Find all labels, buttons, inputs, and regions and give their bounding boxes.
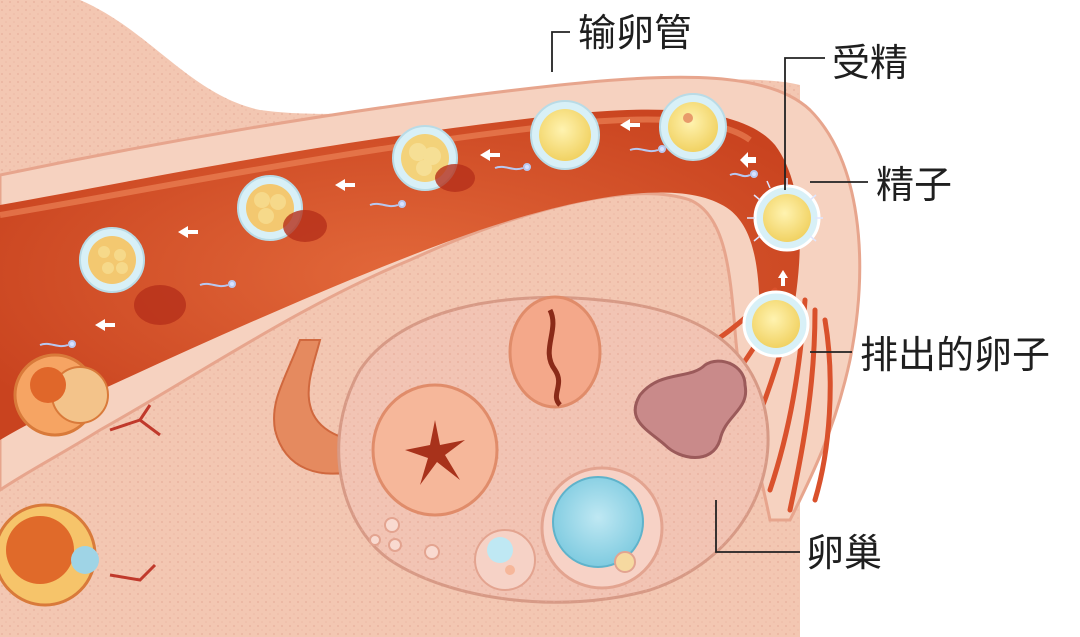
lumen-shadows — [134, 164, 475, 325]
sperm-label: 精子 — [876, 163, 953, 207]
ovulated-egg — [742, 290, 810, 358]
small-follicle — [474, 529, 536, 591]
ovulated-egg-label: 排出的卵子 — [860, 333, 1051, 377]
fallopian-tube-lumen — [0, 109, 800, 440]
zygote — [659, 93, 727, 161]
large-follicle — [540, 466, 664, 590]
blood-vessels — [109, 404, 161, 582]
sperm-corona — [747, 178, 823, 242]
direction-arrows — [95, 119, 788, 331]
embryo-morula — [79, 227, 145, 293]
leader-fertilization — [784, 57, 825, 190]
corpus-luteum — [371, 383, 499, 517]
leader-ovary — [715, 500, 800, 553]
left-follicle-bottom — [0, 503, 99, 607]
corpus-albicans — [508, 295, 602, 409]
left-follicle-top — [13, 353, 109, 437]
ruptured-follicle — [633, 359, 748, 459]
sperm-cells — [39, 145, 758, 348]
embryo-4cell — [392, 125, 458, 191]
fallopian-tube-label: 输卵管 — [578, 11, 693, 55]
fertilized-egg — [753, 184, 821, 252]
fertilization-label: 受精 — [832, 41, 909, 85]
ovary-label: 卵巢 — [806, 531, 883, 575]
leader-tube — [551, 31, 570, 72]
leader-lines — [551, 31, 868, 553]
embryo-2cell — [530, 100, 600, 170]
primordial-follicles — [369, 517, 440, 560]
